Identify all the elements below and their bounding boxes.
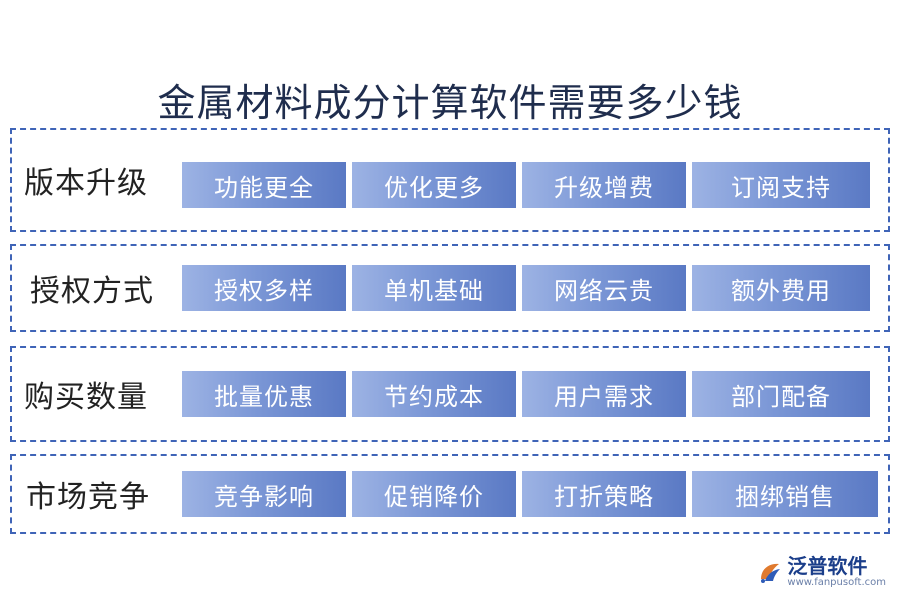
brand-logo-text: 泛普软件 www.fanpusoft.com: [787, 555, 886, 588]
item-box: 升级增费: [522, 162, 686, 208]
item-box: 订阅支持: [692, 162, 870, 208]
brand-logo: 泛普软件 www.fanpusoft.com: [757, 555, 886, 588]
item-box: 竞争影响: [182, 471, 346, 517]
item-box: 授权多样: [182, 265, 346, 311]
page-title: 金属材料成分计算软件需要多少钱: [157, 81, 743, 125]
row-version-upgrade: 版本升级 功能更全 优化更多 升级增费 订阅支持: [10, 128, 890, 232]
item-box: 单机基础: [352, 265, 516, 311]
item-box: 部门配备: [692, 371, 870, 417]
row-label: 市场竞争: [26, 480, 150, 515]
item-box: 捆绑销售: [692, 471, 878, 517]
item-box: 打折策略: [522, 471, 686, 517]
brand-url: www.fanpusoft.com: [787, 577, 886, 588]
item-box: 优化更多: [352, 162, 516, 208]
item-box: 网络云贵: [522, 265, 686, 311]
brand-logo-icon: [761, 563, 781, 583]
row-label: 授权方式: [30, 274, 154, 309]
brand-name: 泛普软件: [787, 554, 868, 578]
row-market-competition: 市场竞争 竞争影响 促销降价 打折策略 捆绑销售: [10, 454, 890, 534]
item-box: 批量优惠: [182, 371, 346, 417]
item-box: 促销降价: [352, 471, 516, 517]
item-box: 功能更全: [182, 162, 346, 208]
row-label: 购买数量: [24, 380, 148, 415]
item-box: 节约成本: [352, 371, 516, 417]
item-box: 额外费用: [692, 265, 870, 311]
item-box: 用户需求: [522, 371, 686, 417]
row-label: 版本升级: [24, 166, 148, 201]
row-license-type: 授权方式 授权多样 单机基础 网络云贵 额外费用: [10, 244, 890, 332]
row-purchase-quantity: 购买数量 批量优惠 节约成本 用户需求 部门配备: [10, 346, 890, 442]
